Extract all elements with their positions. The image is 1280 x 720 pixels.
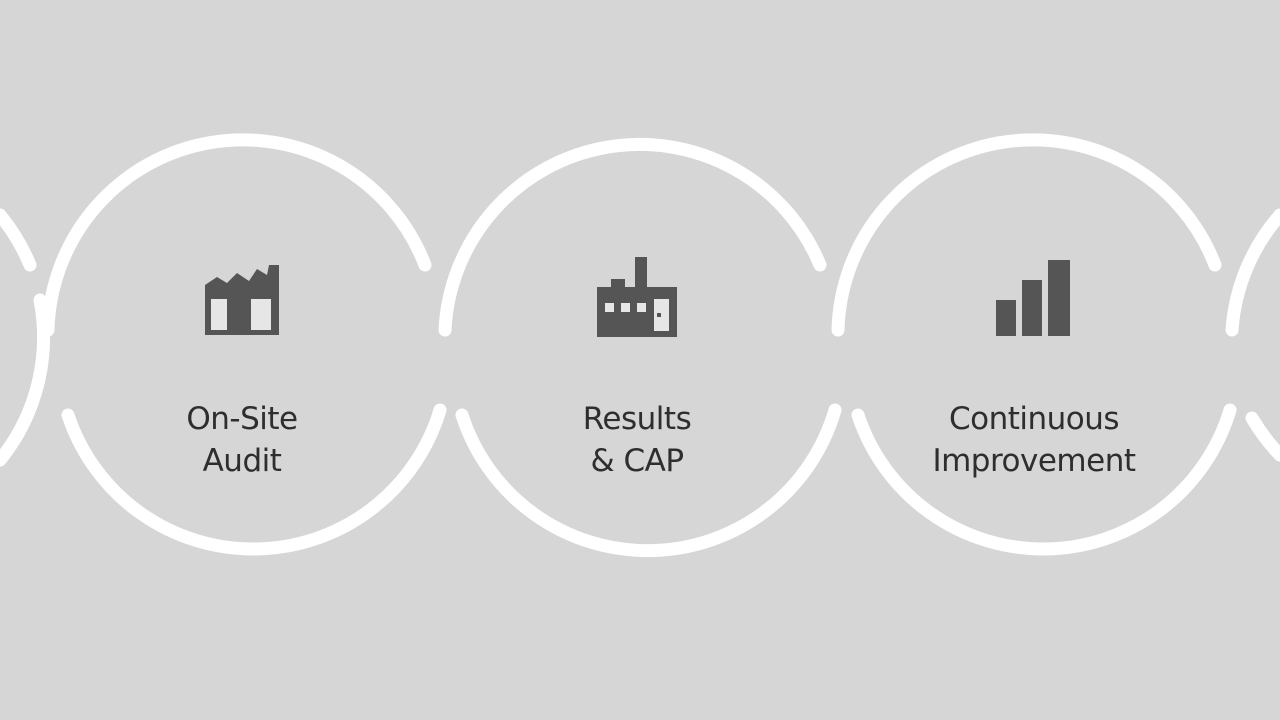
ring-2-top (438, 137, 827, 337)
ring-right-edge-top (1225, 208, 1280, 337)
step-3-line-2: Improvement (932, 443, 1136, 479)
ring-left-edge-top (0, 208, 37, 272)
ring-1-bottom (61, 403, 447, 556)
ring-3-bottom (851, 403, 1237, 556)
ring-2-bottom (455, 403, 842, 558)
step-label-continuous-improvement: Continuous Improvement (884, 398, 1184, 482)
step-2-line-1: Results (582, 401, 692, 437)
factory-icon (205, 265, 279, 335)
ring-1-top (41, 133, 432, 337)
bar-chart-icon (996, 260, 1070, 336)
step-1-line-1: On-Site (186, 401, 298, 437)
step-label-on-site-audit: On-Site Audit (92, 398, 392, 482)
building-icon (597, 257, 677, 337)
ring-right-edge-bottom (1245, 411, 1280, 462)
ring-3-top (831, 133, 1222, 337)
step-2-line-2: & CAP (590, 443, 684, 479)
ring-left-edge-bottom (0, 293, 51, 467)
step-3-line-1: Continuous (948, 401, 1120, 437)
step-label-results-cap: Results & CAP (487, 398, 787, 482)
step-1-line-2: Audit (202, 443, 282, 479)
